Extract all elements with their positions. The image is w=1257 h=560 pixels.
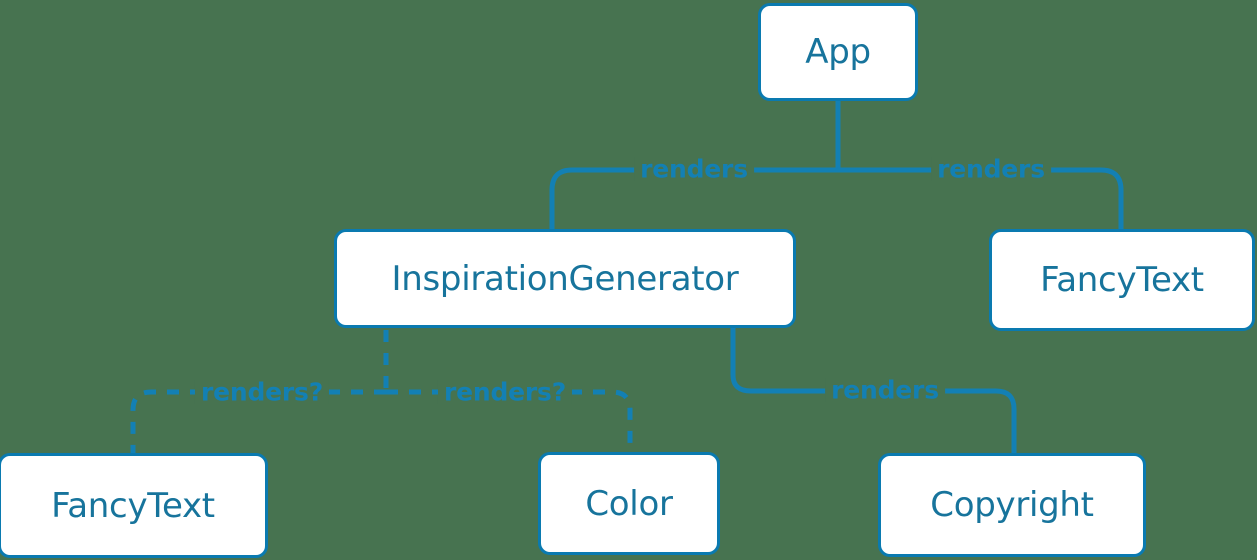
- node-copyright[interactable]: Copyright: [878, 453, 1146, 557]
- node-app[interactable]: App: [758, 3, 918, 101]
- node-inspirationgenerator[interactable]: InspirationGenerator: [334, 229, 796, 328]
- edge-label-app-to-fancytext-right: renders: [931, 156, 1051, 182]
- node-fancytext-right[interactable]: FancyText: [989, 229, 1255, 331]
- edge-label-inspirationgenerator-to-copyright: renders: [825, 377, 945, 403]
- node-color[interactable]: Color: [538, 452, 720, 555]
- edge-app-to-inspirationgenerator: [549, 167, 841, 232]
- edge-label-inspirationgenerator-to-color: renders?: [437, 379, 573, 405]
- edge-app-to-fancytext-right: [835, 167, 1124, 232]
- edge-label-inspirationgenerator-to-fancytext-left: renders?: [194, 379, 330, 405]
- node-fancytext-left[interactable]: FancyText: [0, 453, 268, 558]
- edge-label-app-to-inspirationgenerator: renders: [634, 156, 754, 182]
- edge-inspirationgenerator-to-color: [386, 389, 633, 452]
- edge-inspirationgenerator-to-fancytext-left: [130, 389, 386, 453]
